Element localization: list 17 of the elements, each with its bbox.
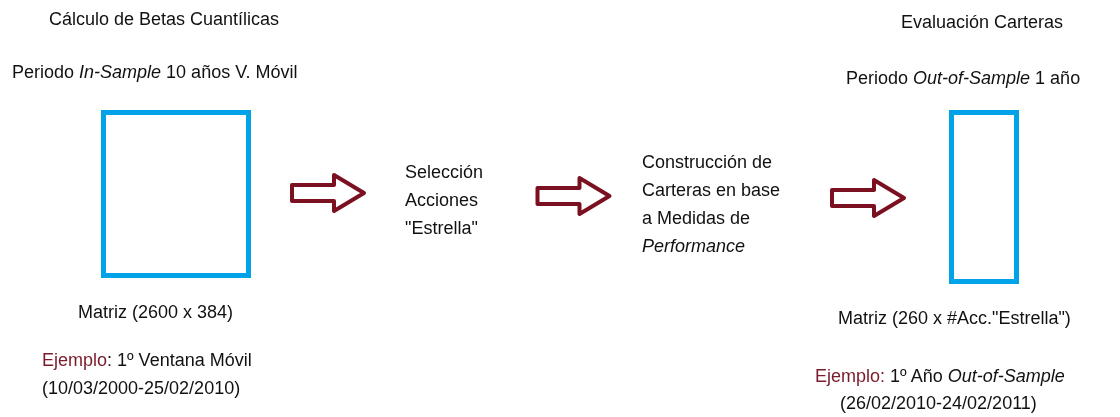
section-heading: Evaluación Carteras xyxy=(901,11,1064,33)
matrix-box xyxy=(949,110,1019,284)
section-heading: Cálculo de Betas Cuantílicas xyxy=(49,8,280,30)
block-arrow xyxy=(535,176,612,216)
matrix-size-label: Matriz (2600 x 384) xyxy=(78,301,234,323)
block-arrow xyxy=(290,173,366,213)
example-text: Ejemplo: 1º Ventana Móvil xyxy=(42,349,252,371)
period-label: Periodo Out-of-Sample 1 año xyxy=(846,67,1081,89)
matrix-size-label: Matriz (260 x #Acc."Estrella") xyxy=(838,307,1071,329)
example-text: Ejemplo: 1º Año Out-of-Sample xyxy=(815,365,1065,387)
period-label: Periodo In-Sample 10 años V. Móvil xyxy=(12,61,298,83)
step-label: Selección Acciones "Estrella" xyxy=(405,158,505,242)
block-arrow xyxy=(830,178,906,218)
matrix-box xyxy=(101,110,251,278)
step-label: Construcción de Carteras en base a Medidas de Performance xyxy=(642,148,787,260)
date-range-label: (10/03/2000-25/02/2010) xyxy=(42,377,241,399)
date-range-label: (26/02/2010-24/02/2011) xyxy=(840,392,1037,414)
